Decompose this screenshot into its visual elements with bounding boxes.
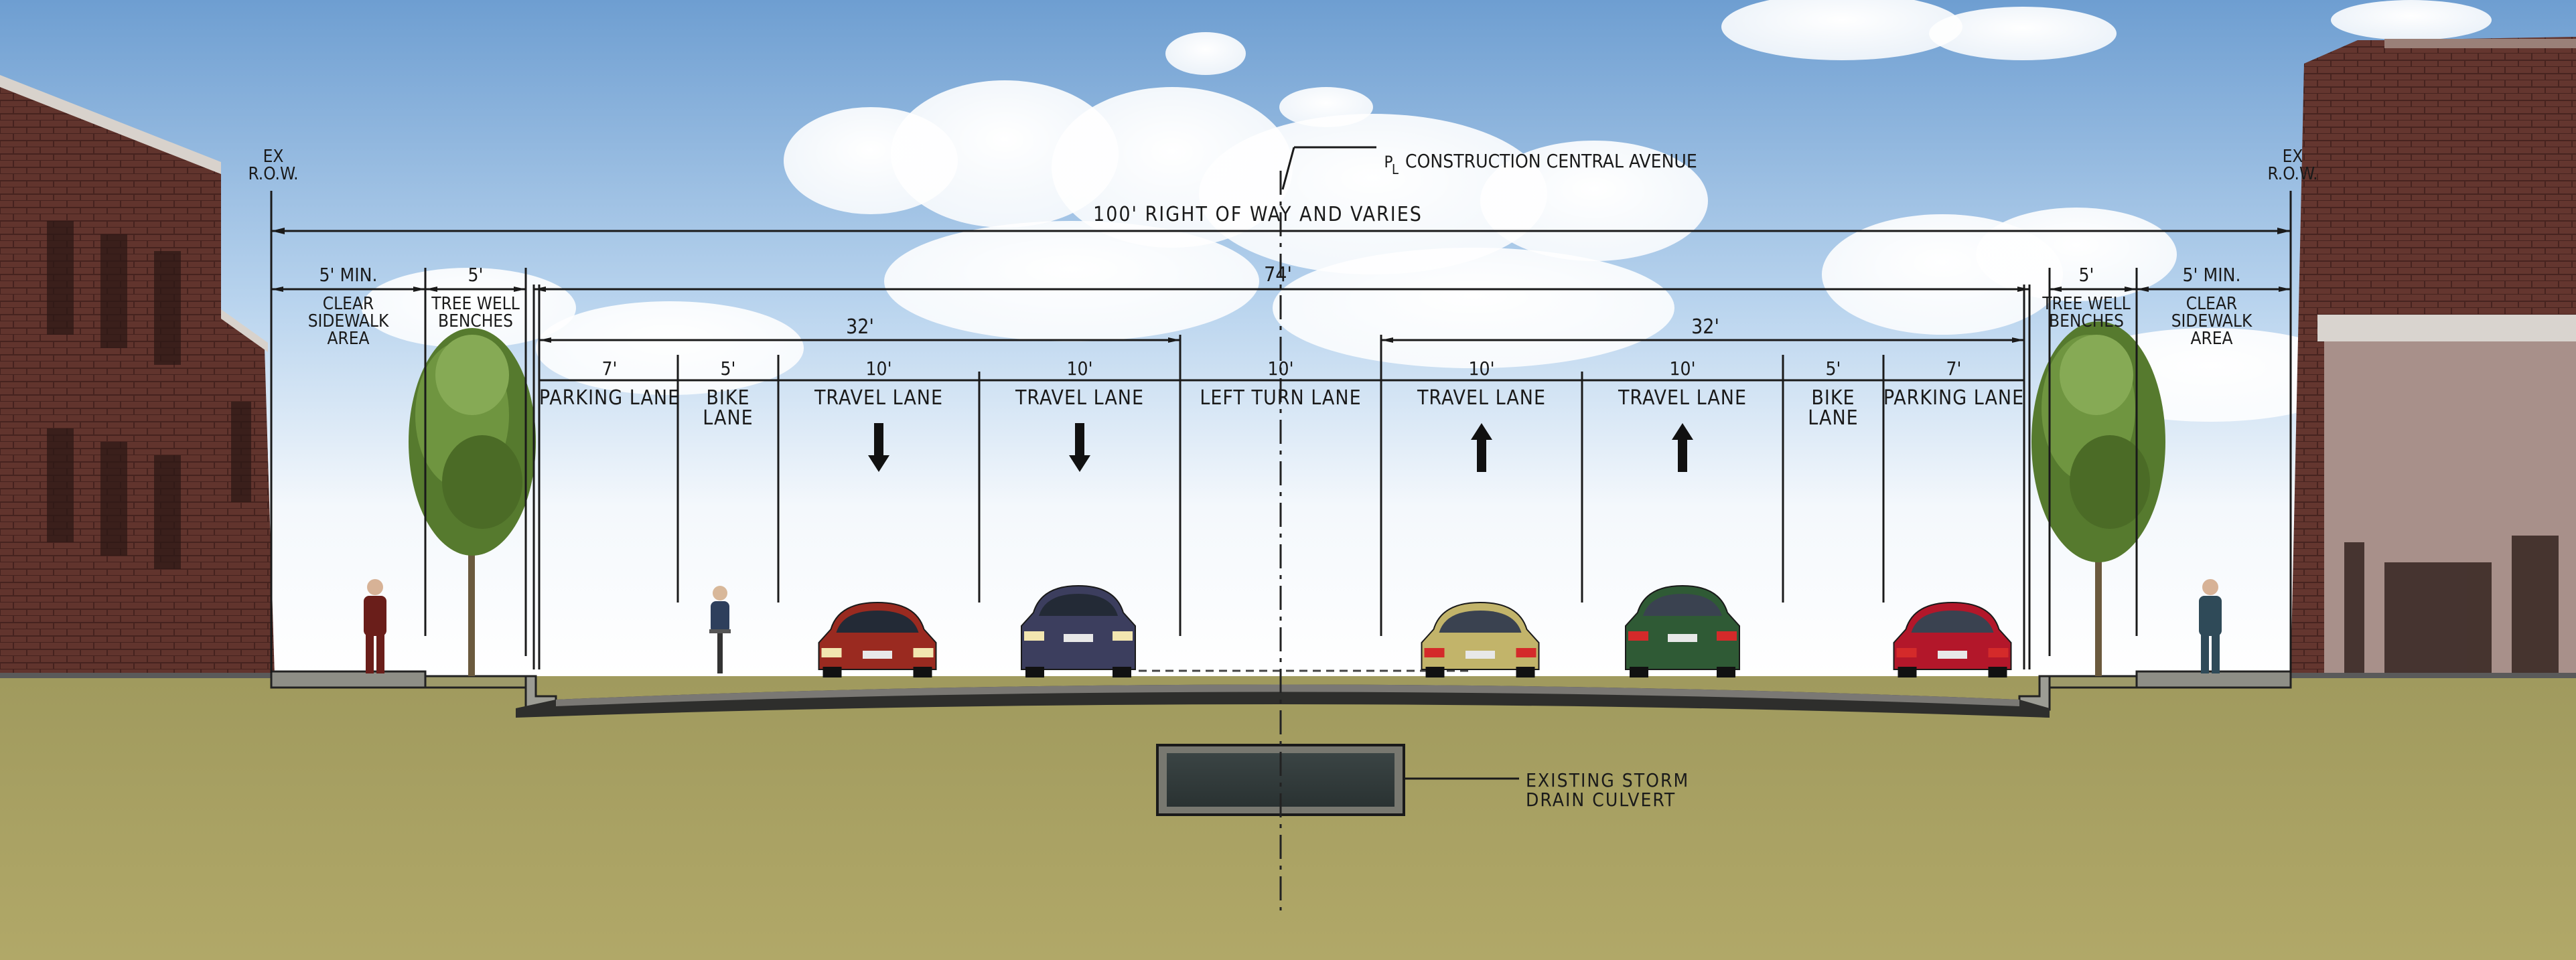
lane-label-5-line-1: LEFT TURN LANE	[1200, 386, 1361, 410]
down-arrow-icon	[1069, 423, 1090, 472]
left-clear-label-3: AREA	[327, 329, 369, 349]
lane-width-7: 10'	[1670, 357, 1696, 380]
lane-width-5: 10'	[1268, 357, 1294, 380]
lane-label-7-line-1: TRAVEL LANE	[1618, 386, 1747, 410]
pedestrian-3	[2199, 579, 2222, 673]
curb-to-curb-dimension: 74'	[1264, 263, 1292, 287]
lane-label-2-line-2: LANE	[703, 406, 753, 430]
left-tree-width: 5'	[468, 264, 484, 286]
right-sidewalk	[2018, 670, 2292, 711]
labels: EX R.O.W. EX R.O.W. P L CONSTRUCTION CEN…	[248, 147, 2317, 811]
lane-width-2: 5'	[721, 357, 736, 380]
right-32-dimension: 32'	[1691, 315, 1719, 339]
ex-row-left-line1: EX	[263, 147, 284, 167]
up-arrow-icon	[1471, 423, 1492, 472]
right-clear-label-2: SIDEWALK	[2171, 311, 2252, 331]
down-arrow-icon	[868, 423, 889, 472]
right-tree	[2031, 321, 2165, 676]
left-clear-label-2: SIDEWALK	[308, 311, 389, 331]
left-tree	[409, 328, 536, 676]
pedestrian-1	[364, 579, 386, 673]
dimension-ticks	[271, 228, 2291, 343]
clouds	[362, 0, 2492, 422]
lane-label-4-line-1: TRAVEL LANE	[1015, 386, 1144, 410]
lane-label-8-line-1: BIKE	[1811, 386, 1855, 410]
left-clear-label-1: CLEAR	[323, 294, 374, 314]
lane-width-4: 10'	[1067, 357, 1093, 380]
lane-label-6-line-1: TRAVEL LANE	[1417, 386, 1546, 410]
right-tree-width: 5'	[2079, 264, 2094, 286]
extension-lines	[270, 191, 2292, 673]
roadway	[516, 669, 2050, 718]
ex-row-left-line2: R.O.W.	[248, 164, 298, 184]
lane-label-2-line-1: BIKE	[706, 386, 749, 410]
right-clear-label-1: CLEAR	[2186, 294, 2237, 314]
left-tree-label-2: BENCHES	[438, 311, 513, 331]
lane-label-3-line-1: TRAVEL LANE	[814, 386, 943, 410]
right-tree-label-1: TREE WELL	[2042, 294, 2130, 314]
centerline-symbol-p: P	[1384, 153, 1392, 171]
lane-width-9: 7'	[1946, 357, 1962, 380]
culvert-label-2: DRAIN CULVERT	[1526, 789, 1676, 811]
left-clear-width: 5' MIN.	[319, 264, 378, 286]
cyclist-2	[709, 586, 731, 673]
row-total-dimension: 100' RIGHT OF WAY AND VARIES	[1093, 203, 1423, 226]
right-clear-label-3: AREA	[2190, 329, 2232, 349]
suv-4	[1625, 584, 1740, 677]
up-arrow-icon	[1672, 423, 1693, 472]
lane-width-3: 10'	[866, 357, 892, 380]
car-5	[1893, 601, 2012, 677]
suv-2	[1021, 584, 1136, 677]
soil	[0, 676, 2576, 960]
ex-row-right-line1: EX	[2283, 147, 2303, 167]
lane-label-8-line-2: LANE	[1808, 406, 1858, 430]
car-3	[1421, 601, 1540, 677]
dimension-lines	[271, 146, 2291, 382]
lane-width-1: 7'	[602, 357, 618, 380]
right-tree-label-2: BENCHES	[2049, 311, 2124, 331]
lane-width-6: 10'	[1469, 357, 1495, 380]
centerline-symbol-l: L	[1392, 161, 1399, 177]
left-32-dimension: 32'	[846, 315, 874, 339]
lane-label-9-line-1: PARKING LANE	[1883, 386, 2024, 410]
lane-width-8: 5'	[1826, 357, 1841, 380]
lane-label-1-line-1: PARKING LANE	[539, 386, 680, 410]
left-building	[0, 75, 275, 678]
left-tree-label-1: TREE WELL	[431, 294, 519, 314]
traffic	[364, 579, 2222, 677]
culvert-label-1: EXISTING STORM	[1526, 769, 1689, 791]
right-building	[2291, 37, 2576, 678]
car-1	[818, 601, 937, 677]
centerline-label: CONSTRUCTION CENTRAL AVENUE	[1405, 150, 1697, 172]
ex-row-right-line2: R.O.W.	[2267, 164, 2317, 184]
right-clear-width: 5' MIN.	[2183, 264, 2241, 286]
